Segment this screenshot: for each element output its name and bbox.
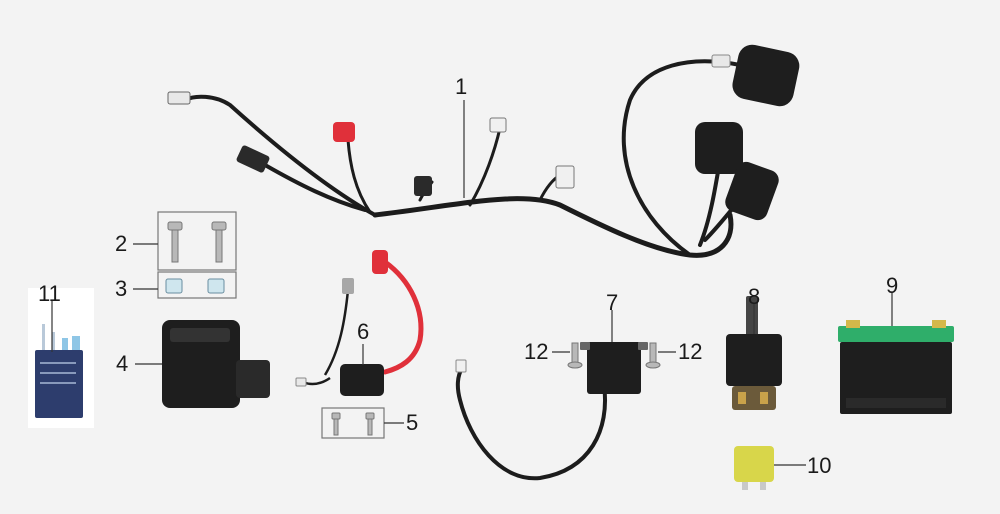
callout-3: 3 xyxy=(115,276,128,301)
callout-12-right: 12 xyxy=(678,339,703,364)
fuse-icon xyxy=(734,446,774,490)
leader-lines xyxy=(51,100,893,466)
callout-6: 6 xyxy=(357,319,370,344)
harness-connectors xyxy=(167,44,800,221)
callout-5: 5 xyxy=(406,410,419,435)
flasher-relay-icon xyxy=(28,288,94,428)
regulator-rectifier-icon xyxy=(455,342,648,481)
callout-8: 8 xyxy=(748,284,761,309)
callout-9: 9 xyxy=(886,273,899,298)
callout-10: 10 xyxy=(807,453,832,478)
battery-icon xyxy=(838,320,954,414)
callout-7: 7 xyxy=(606,290,619,315)
mounting-bolt-frame xyxy=(321,407,385,439)
mounting-bolt-icon xyxy=(331,412,375,436)
starter-relay-icon xyxy=(726,296,782,410)
callout-4: 4 xyxy=(116,351,129,376)
flange-bolt-icon xyxy=(167,221,227,263)
bolt-frame xyxy=(157,211,237,299)
callout-1: 1 xyxy=(455,74,468,99)
clip-nut-icon xyxy=(165,278,225,294)
callout-2: 2 xyxy=(115,231,128,256)
callout-11: 11 xyxy=(38,281,61,306)
cdi-unit-icon xyxy=(162,320,270,408)
screw-icon xyxy=(567,342,661,369)
ignition-coil-icon xyxy=(295,250,424,396)
callout-12-left: 12 xyxy=(524,339,549,364)
